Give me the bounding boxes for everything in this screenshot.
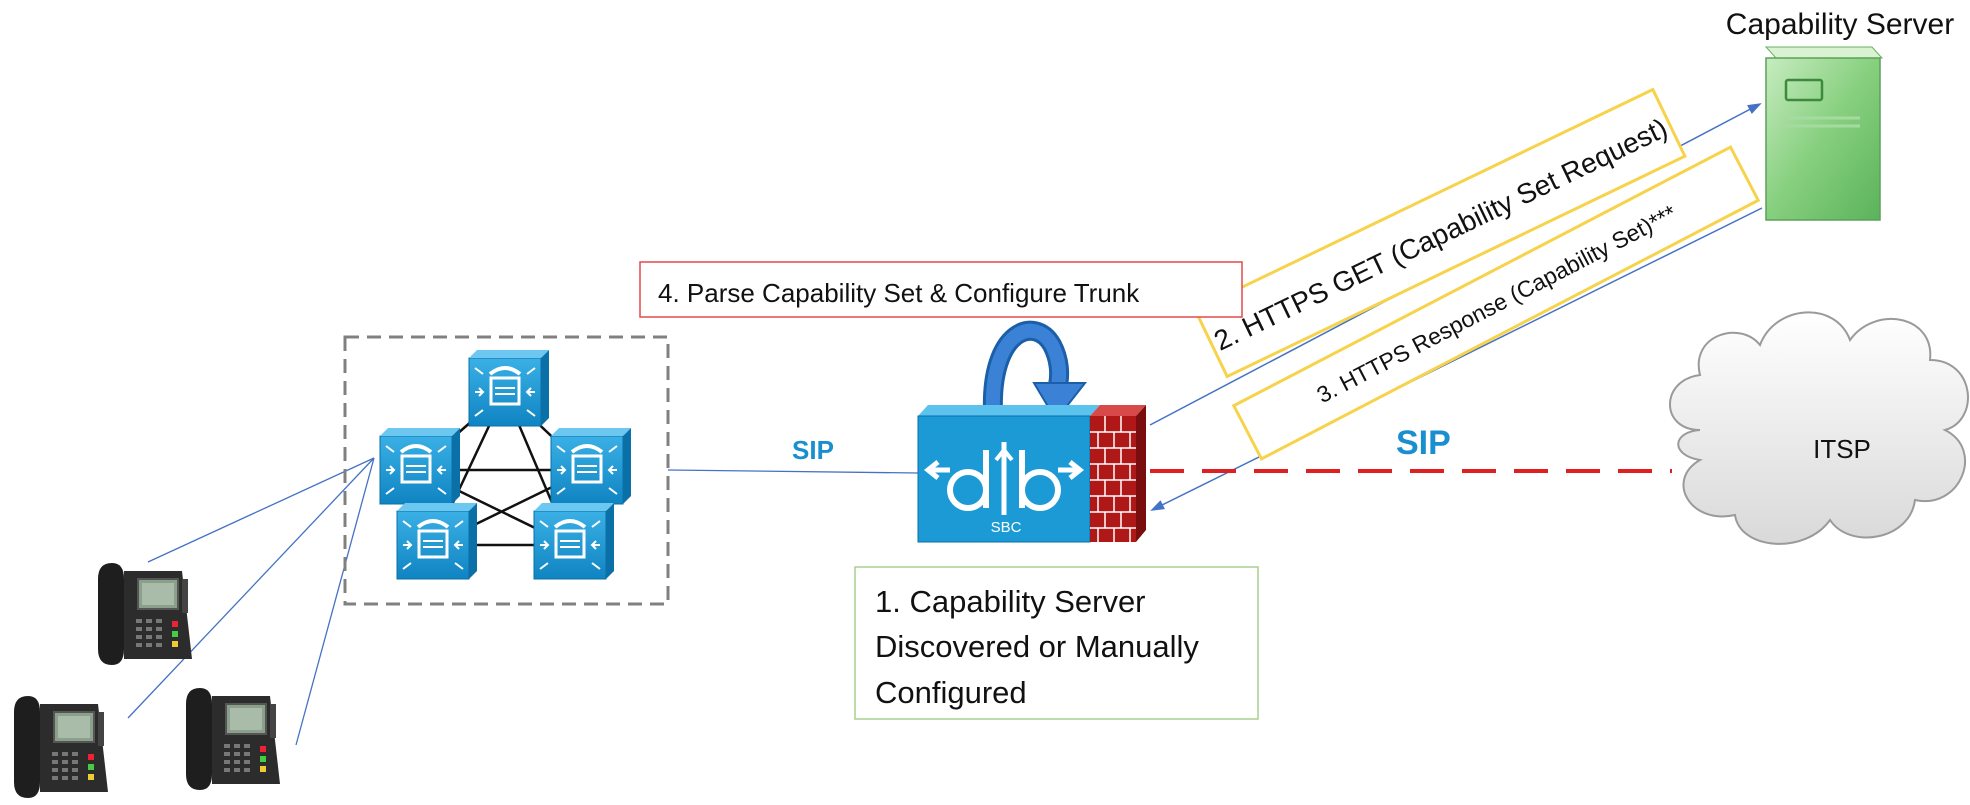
step1-line-3: Configured <box>875 675 1027 710</box>
call-manager-icon <box>532 501 616 581</box>
phone-links <box>127 457 375 746</box>
firewall-icon <box>1090 405 1146 542</box>
ip-phone-icon <box>97 562 193 666</box>
step1-line-1: 1. Capability Server <box>875 584 1146 619</box>
sbc-label: SBC <box>991 519 1022 536</box>
step4-box <box>639 261 1243 318</box>
call-manager-icon <box>549 426 633 506</box>
sbc-router-icon: SBC <box>917 405 1100 543</box>
curved-arrow-icon <box>982 320 1088 422</box>
step1-line-2: Discovered or Manually <box>875 629 1199 664</box>
server-icon <box>1764 46 1884 221</box>
itsp-label: ITSP <box>1813 434 1871 464</box>
call-manager-cluster-border <box>343 335 670 606</box>
capability-server-label: Capability Server <box>1726 8 1954 41</box>
cloud-icon: ITSP <box>1669 311 1969 545</box>
step4-label: 4. Parse Capability Set & Configure Trun… <box>658 278 1140 308</box>
call-manager-icon <box>378 426 462 506</box>
sip-label-left: SIP <box>792 435 834 465</box>
step1-box <box>854 566 1259 720</box>
ip-phone-icon <box>13 695 109 799</box>
ip-phone-icon <box>185 687 281 791</box>
call-manager-icon <box>467 348 551 428</box>
call-manager-icon <box>395 501 479 581</box>
sip-label-right: SIP <box>1396 424 1451 462</box>
https-response-arrow <box>1150 207 1763 511</box>
cluster-to-sbc-link <box>667 469 919 474</box>
